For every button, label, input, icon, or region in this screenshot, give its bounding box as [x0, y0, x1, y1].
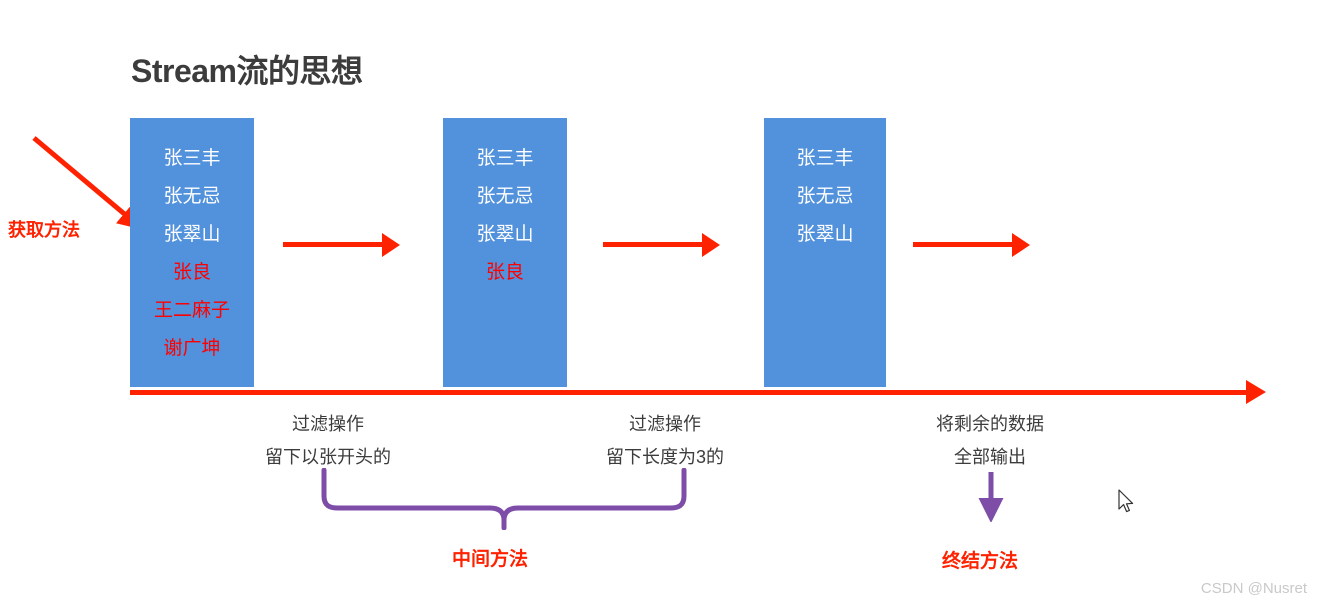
mouse-cursor-icon	[1118, 489, 1134, 513]
caption-line-2: 留下长度为3的	[605, 447, 724, 467]
list-item: 张三丰	[476, 148, 534, 169]
step-arrow-1-icon	[283, 233, 400, 257]
source-label: 获取方法	[8, 220, 80, 240]
timeline-axis	[130, 390, 1255, 395]
stage-box-3: 张三丰 张无忌 张翠山	[764, 118, 886, 387]
stage-caption-1: 过滤操作 留下以张开头的	[243, 408, 413, 474]
intermediate-brace-icon	[321, 468, 687, 530]
arrow-shaft	[913, 242, 1014, 247]
list-item: 张无忌	[796, 186, 854, 207]
intermediate-methods-label: 中间方法	[452, 549, 529, 570]
watermark: CSDN @Nusret	[1200, 580, 1307, 597]
arrow-head	[702, 233, 720, 257]
list-item: 张良	[485, 262, 524, 283]
stage-caption-2: 过滤操作 留下长度为3的	[585, 408, 745, 474]
list-item: 张翠山	[796, 224, 854, 245]
arrow-head	[1012, 233, 1030, 257]
list-item: 张无忌	[476, 186, 534, 207]
page-title: Stream流的思想	[131, 53, 363, 89]
arrow-shaft	[603, 242, 704, 247]
terminal-methods-label: 终结方法	[942, 551, 1019, 572]
list-item: 张良	[172, 262, 211, 283]
step-arrow-3-icon	[913, 233, 1030, 257]
stage-box-1: 张三丰 张无忌 张翠山 张良 王二麻子 谢广坤	[130, 118, 254, 387]
source-arrow-icon	[32, 136, 144, 230]
list-item: 张无忌	[163, 186, 221, 207]
stage-box-2: 张三丰 张无忌 张翠山 张良	[443, 118, 567, 387]
list-item: 张三丰	[796, 148, 854, 169]
caption-line-1: 将剩余的数据	[936, 414, 1044, 434]
list-item: 张翠山	[163, 224, 221, 245]
list-item: 张三丰	[163, 148, 221, 169]
step-arrow-2-icon	[603, 233, 720, 257]
caption-line-2: 全部输出	[954, 447, 1026, 467]
stage-caption-3: 将剩余的数据 全部输出	[905, 408, 1075, 474]
caption-line-1: 过滤操作	[292, 414, 364, 434]
timeline-axis-arrow-icon	[1246, 380, 1266, 404]
arrow-shaft	[283, 242, 384, 247]
list-item: 张翠山	[476, 224, 534, 245]
arrow-head	[382, 233, 400, 257]
terminal-arrow-icon	[978, 472, 1004, 522]
caption-line-1: 过滤操作	[629, 414, 701, 434]
caption-line-2: 留下以张开头的	[265, 447, 391, 467]
list-item: 谢广坤	[163, 338, 221, 359]
list-item: 王二麻子	[153, 300, 230, 321]
